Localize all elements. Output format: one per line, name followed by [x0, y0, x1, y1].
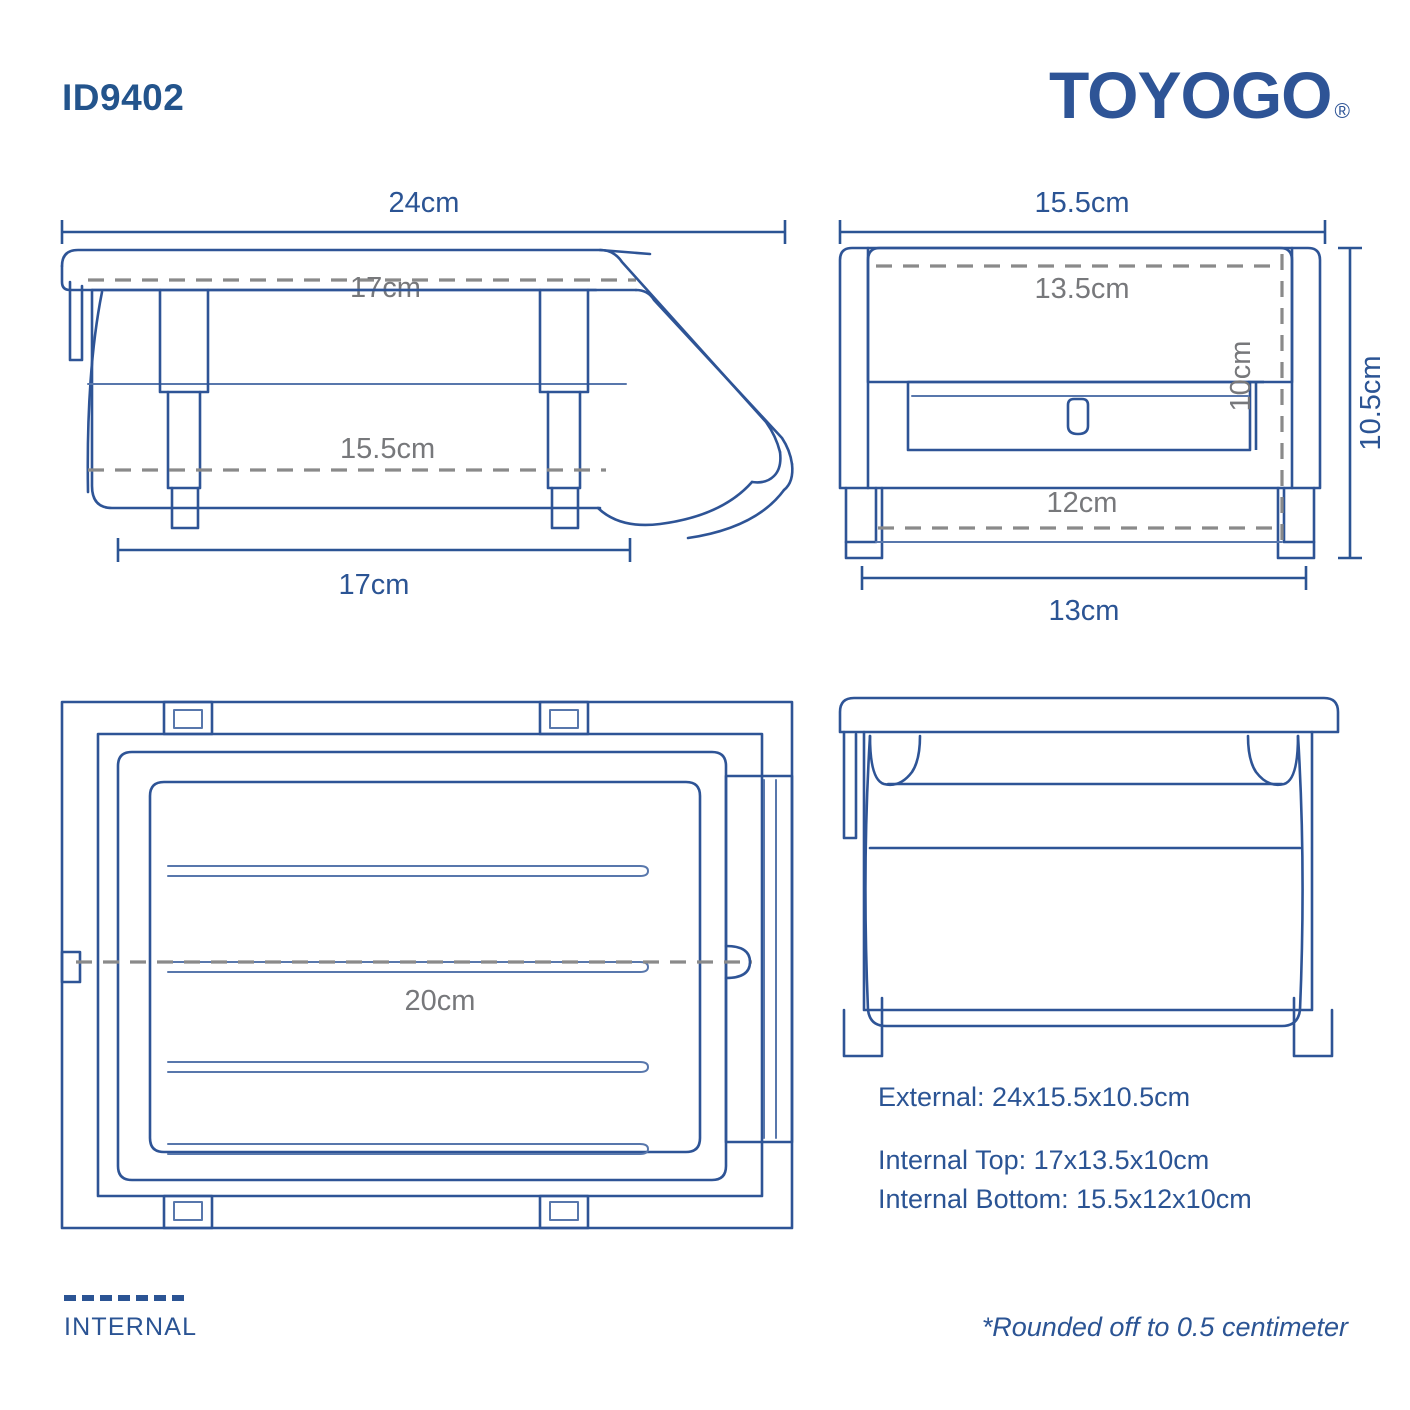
lid-hook [68, 280, 84, 362]
dimension-label-13-5cm: 13.5cm [1034, 273, 1129, 305]
inner-cavity-outline [866, 246, 1294, 384]
dimension-13cm: 13cm [860, 566, 1308, 627]
dashed-line-icon [64, 1295, 184, 1301]
side-elevation-view: 15.5cm 13.5cm [820, 170, 1390, 640]
dimension-10-5cm: 10.5cm [1338, 246, 1387, 560]
latch-icon [1066, 397, 1090, 436]
dimension-24cm: 24cm [60, 187, 787, 244]
handle-lip-left [868, 734, 922, 787]
front-panel-recess [906, 380, 1252, 452]
spec-external: External: 24x15.5x10.5cm [878, 1082, 1191, 1112]
latch-tab [724, 944, 752, 980]
inner-basin [148, 780, 702, 1154]
dimension-label-10cm: 10cm [1225, 341, 1257, 412]
lid-slab [838, 696, 1340, 734]
rear-elevation-view [830, 680, 1370, 1070]
bottom-ribs [167, 865, 649, 1155]
dimension-label-24cm: 24cm [389, 187, 460, 219]
dimension-label-13cm: 13cm [1049, 595, 1120, 627]
internal-legend: INTERNAL [64, 1295, 197, 1342]
lid-inner-frame [96, 732, 764, 1198]
internal-top-13-5cm: 13.5cm [876, 264, 1282, 305]
handle-lip-right [1246, 734, 1300, 787]
internal-height-10cm: 10cm [1225, 341, 1264, 450]
top-plan-view: 20cm [40, 680, 840, 1260]
body-rim [116, 750, 728, 1182]
spec-internal-top: Internal Top: 17x13.5x10cm [878, 1145, 1210, 1176]
dimension-label-10-5cm: 10.5cm [1355, 355, 1387, 450]
body-inner-rear [864, 734, 1304, 1028]
tab-socket-top-left [162, 700, 214, 736]
internal-bottom-15_5cm: 15.5cm [88, 433, 606, 472]
spec-spacer [878, 1117, 1348, 1141]
tab-socket-top-right [538, 700, 590, 736]
body-outline-rear [862, 730, 1314, 1012]
dimension-label-20cm: 20cm [405, 985, 476, 1017]
support-post-left [158, 288, 210, 530]
tab-socket-bottom-left [162, 1194, 214, 1230]
footnote: *Rounded off to 0.5 centimeter [981, 1312, 1348, 1342]
legs-rear [842, 996, 1334, 1058]
internal-bottom-12cm: 12cm [878, 487, 1282, 530]
dimension-label-17cm-bottom: 17cm [339, 569, 410, 601]
registered-trademark-icon: ® [1334, 100, 1350, 123]
dimension-label-15-5cm: 15.5cm [1034, 187, 1129, 219]
spec-internal-bottom: Internal Bottom: 15.5x12x10cm [878, 1184, 1252, 1215]
legs-side [844, 486, 1316, 560]
internal-centerline-20cm: 20cm [76, 960, 752, 1017]
hinge-strip [724, 774, 794, 1144]
brand-logo: TOYOGO ® [1049, 62, 1350, 128]
tab-socket-bottom-right [538, 1194, 590, 1230]
brand-wordmark: TOYOGO [1049, 58, 1332, 132]
front-elevation-view: 24cm 17cm [40, 170, 840, 640]
dimension-15-5cm: 15.5cm [838, 187, 1327, 244]
specifications-block: External: 24x15.5x10.5cm Internal Top: 1… [878, 1078, 1348, 1219]
support-post-right [538, 288, 590, 530]
lid-hook-rear [842, 730, 858, 840]
internal-top-17cm: 17cm [88, 272, 636, 304]
dimension-17cm-bottom: 17cm [116, 538, 632, 601]
bin-body-side [838, 246, 1322, 490]
legend-label: INTERNAL [64, 1313, 198, 1341]
hinged-lid-flap [596, 248, 794, 540]
dimension-label-12cm: 12cm [1047, 487, 1118, 519]
tab-socket-left [60, 950, 82, 984]
bin-body [86, 288, 638, 510]
dimension-label-17cm-top: 17cm [350, 272, 421, 304]
page-title: ID9402 [62, 77, 185, 118]
dimension-label-15-5cm: 15.5cm [340, 433, 435, 465]
